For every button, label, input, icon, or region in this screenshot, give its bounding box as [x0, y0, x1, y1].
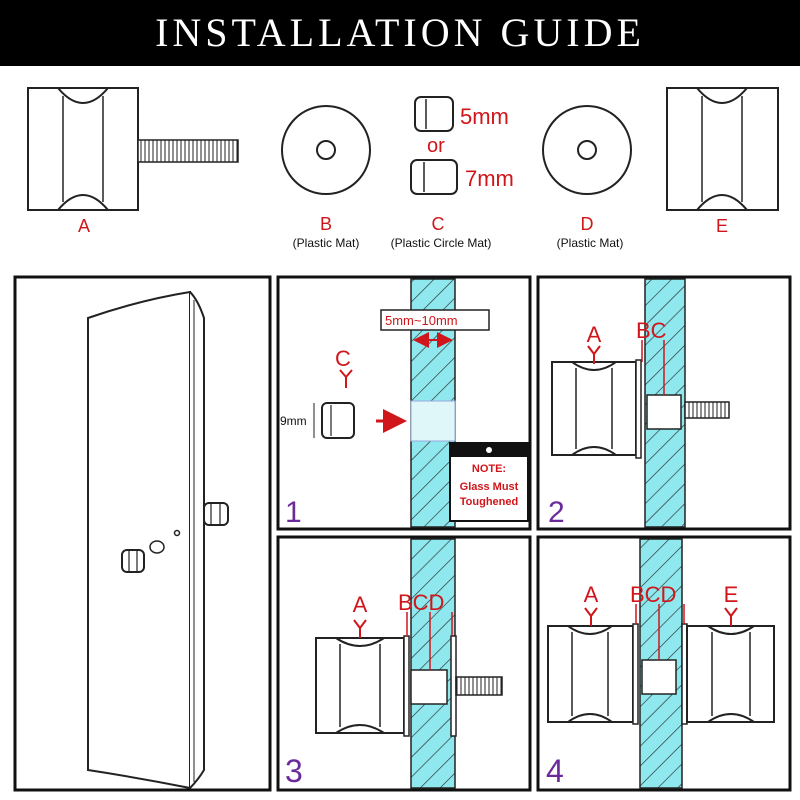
c-mat-illustration: [321, 402, 355, 439]
step-1-panel: [276, 275, 532, 531]
step-4-e-label: E: [724, 582, 739, 607]
step-4-bcd-label: BCD: [630, 582, 676, 607]
note-tag: [449, 442, 529, 522]
part-d-letter: D: [581, 214, 594, 234]
c-pointer: [339, 369, 353, 388]
part-a-letter: A: [78, 216, 90, 236]
part-c-or: or: [427, 135, 445, 157]
part-c-size-7mm: 7mm: [465, 166, 514, 191]
step-2-panel: [536, 275, 792, 531]
part-c-letter: C: [432, 214, 445, 234]
part-c-circle-mats: [410, 96, 458, 195]
part-b-desc: (Plastic Mat): [293, 236, 360, 250]
step-1-c-label: C: [335, 346, 351, 371]
part-c-size-5mm: 5mm: [460, 104, 509, 129]
part-a-knob: [27, 87, 239, 211]
step-2-number: 2: [548, 496, 565, 529]
gap-label: 5mm~10mm: [385, 313, 458, 328]
knob-e: [686, 625, 775, 723]
door-illustration-panel: [13, 275, 272, 792]
part-e-letter: E: [716, 216, 728, 236]
step-2-bc-label: BC: [636, 318, 667, 343]
step-3-a-label: A: [353, 592, 368, 617]
mat-c: [646, 394, 682, 430]
title-bar: [0, 0, 800, 66]
knob-a: [315, 637, 405, 734]
height-label: 9mm: [280, 414, 307, 428]
knob-a: [547, 625, 634, 723]
knob-a: [551, 361, 637, 456]
page-title: INSTALLATION GUIDE: [155, 10, 645, 55]
step-2-a-label: A: [587, 322, 602, 347]
mounting-hole: [410, 400, 456, 442]
step-4-panel: [536, 535, 792, 792]
door-knob-outer: [203, 502, 229, 526]
part-e-knob: [666, 87, 779, 211]
step-4-number: 4: [546, 753, 564, 789]
part-c-desc: (Plastic Circle Mat): [391, 236, 492, 250]
part-b-letter: B: [320, 214, 332, 234]
part-d-desc: (Plastic Mat): [557, 236, 624, 250]
mat-b: [635, 359, 642, 459]
step-4-a-label: A: [584, 582, 599, 607]
step-1-number: 1: [285, 496, 302, 529]
door-knob-inner: [121, 540, 165, 573]
part-b-plastic-mat: [281, 105, 371, 195]
note-title: NOTE:: [472, 463, 506, 475]
step-3-bcd-label: BCD: [398, 590, 444, 615]
note-line-2: Toughened: [460, 496, 518, 508]
step-3-panel: [276, 535, 532, 792]
screw: [684, 401, 730, 419]
part-d-plastic-mat: [542, 105, 632, 195]
note-line-1: Glass Must: [460, 481, 519, 493]
step-3-number: 3: [285, 753, 303, 789]
